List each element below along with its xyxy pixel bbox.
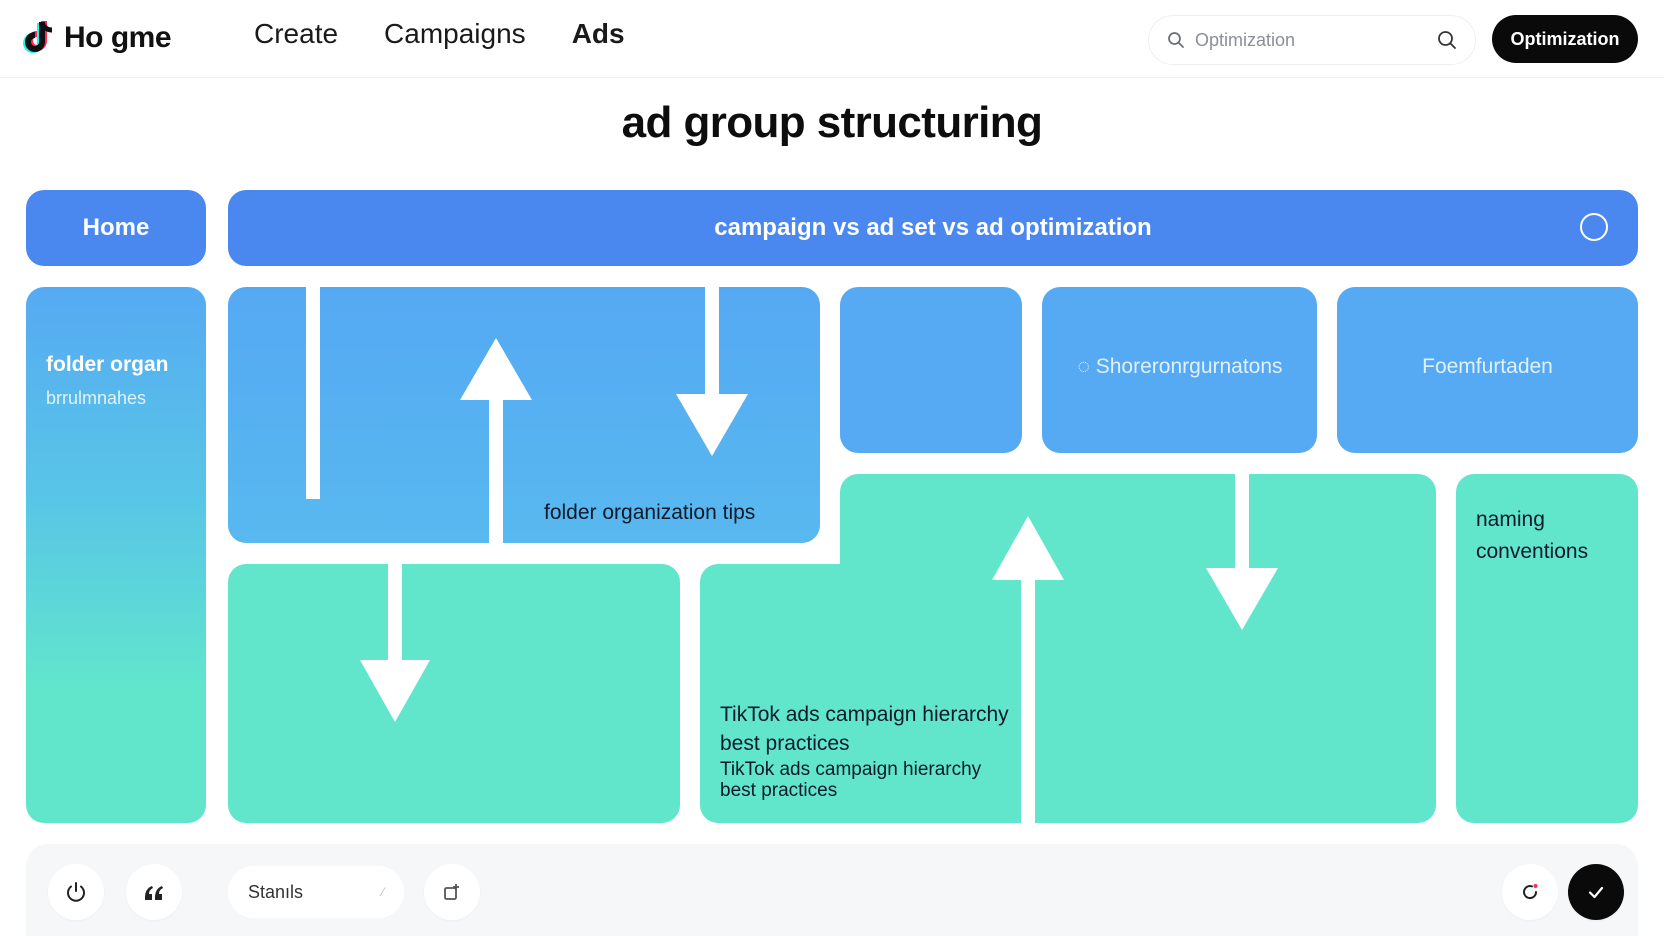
section-banner: campaign vs ad set vs ad optimization — [228, 190, 1638, 266]
search-input[interactable] — [1195, 29, 1437, 51]
hierarchy-tile-top — [840, 474, 1436, 674]
chevron-icon: ⁄ — [381, 885, 384, 899]
check-icon — [1588, 886, 1604, 899]
folder-tile-title: folder organ — [46, 353, 169, 376]
search-icon — [1168, 32, 1184, 48]
refresh-icon — [1523, 884, 1538, 900]
bottom-toolbar: Stanıls ⁄ — [26, 844, 1638, 936]
nav-ads[interactable]: Ads — [571, 18, 625, 49]
main-nav: Create Campaigns Ads — [254, 18, 625, 50]
hierarchy-caption: TikTok ads campaign hierarchy best pract… — [720, 703, 1009, 756]
structure-tile[interactable] — [1042, 287, 1317, 453]
formation-tile-label: Foemfurtaden — [1422, 355, 1553, 378]
top-bar: Ho gme Create Campaigns Ads Optimization — [0, 0, 1664, 78]
confirm-button[interactable] — [1568, 864, 1624, 920]
quote-button[interactable] — [126, 864, 182, 920]
brand-name: Ho gme — [64, 21, 172, 54]
optimization-button[interactable]: Optimization — [1492, 15, 1638, 63]
search-box — [1148, 15, 1476, 65]
status-dropdown[interactable]: Stanıls ⁄ — [228, 866, 404, 918]
banner-label: campaign vs ad set vs ad optimization — [714, 214, 1152, 241]
lower-left-tile[interactable] — [228, 564, 680, 823]
folder-tips-caption: folder organization tips — [544, 501, 756, 524]
structure-tile-label: ◌ Shoreronrgurnatons — [1077, 355, 1283, 378]
nav-campaigns[interactable]: Campaigns — [384, 18, 526, 49]
formation-tile[interactable] — [1337, 287, 1638, 453]
share-icon — [444, 884, 459, 900]
folder-organization-tile[interactable] — [26, 287, 206, 823]
naming-caption: naming conventions — [1476, 508, 1589, 563]
nav-create[interactable]: Create — [254, 18, 339, 49]
search-submit-icon[interactable] — [1437, 30, 1457, 50]
refresh-button[interactable] — [1502, 864, 1558, 920]
naming-conventions-tile[interactable] — [1456, 474, 1638, 823]
power-icon — [67, 882, 85, 902]
status-label: Stanıls — [248, 881, 304, 902]
folder-tile-subtitle: brrulmnahes — [46, 388, 147, 408]
brand-logo[interactable]: Ho gme — [22, 18, 172, 58]
share-button[interactable] — [424, 864, 480, 920]
page-title: ad group structuring — [621, 98, 1043, 147]
empty-tile[interactable] — [840, 287, 1022, 453]
home-button[interactable]: Home — [26, 190, 206, 266]
hierarchy-caption-repeat: TikTok ads campaign hierarchy best pract… — [720, 759, 982, 801]
circle-icon[interactable] — [1580, 213, 1608, 241]
power-button[interactable] — [48, 864, 104, 920]
quote-icon — [145, 886, 163, 900]
note-logo-icon — [23, 21, 53, 53]
